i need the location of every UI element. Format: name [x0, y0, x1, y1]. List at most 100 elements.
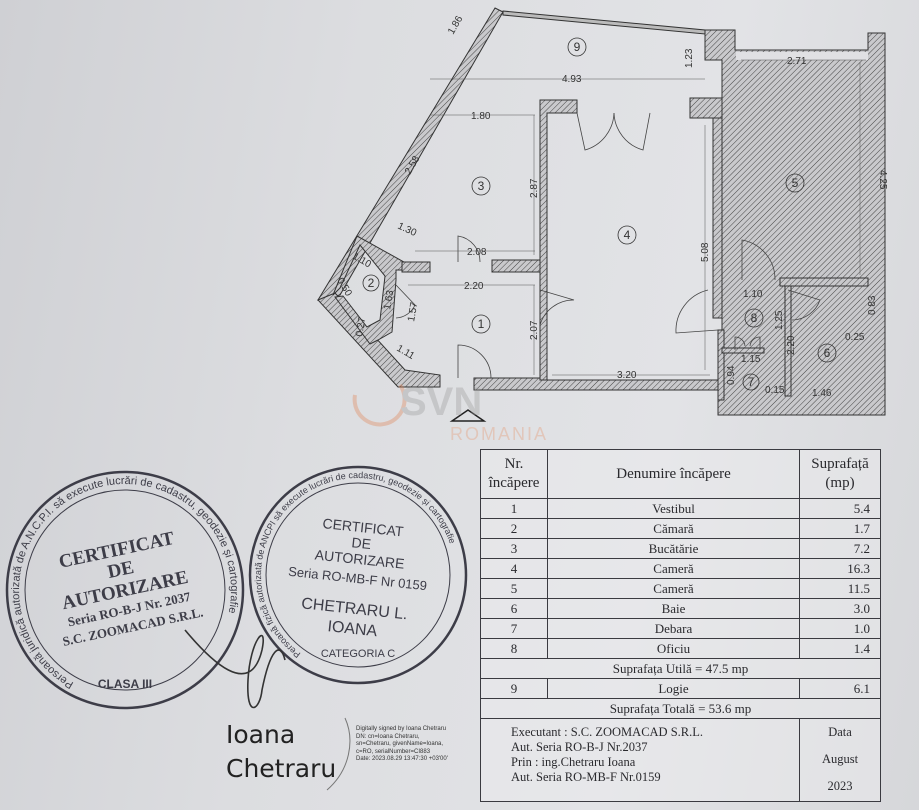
signature-detail: Date: 2023.08.29 13:47:30 +03'00' — [356, 756, 448, 762]
dimension-label: 1.10 — [743, 289, 763, 300]
stamp-line: DE — [351, 534, 372, 552]
dimension-label: 1.86 — [446, 14, 465, 37]
footer-row: Executant : S.C. ZOOMACAD S.R.L. Aut. Se… — [480, 718, 881, 802]
room-3-label: 3 — [478, 179, 485, 193]
watermark-text: ROMANIA — [450, 424, 549, 444]
room-nr: 2 — [480, 518, 548, 539]
date-label: Data — [828, 725, 852, 739]
dimension-label: 2.71 — [787, 56, 807, 67]
dimension-label: 1.63 — [382, 289, 396, 311]
logia-railing — [502, 10, 706, 35]
room-area: 11.5 — [799, 578, 881, 599]
wall-room4-right — [712, 117, 723, 319]
wall-room5-bottom — [779, 277, 869, 287]
total-area: Suprafața Totală = 53.6 mp — [480, 698, 881, 719]
room-name: Vestibul — [547, 498, 800, 519]
room-area: 6.1 — [799, 678, 881, 699]
stamp-zoomacad: Persoană juridică autorizată de A.N.C.P.… — [5, 470, 245, 710]
wall-right-block — [704, 29, 886, 416]
date-month: August — [821, 752, 859, 766]
executant-line: Aut. Seria RO-MB-F Nr.0159 — [511, 770, 661, 784]
dimension-lines — [408, 59, 866, 376]
north-arrow — [449, 409, 487, 422]
room-nr: 7 — [480, 618, 548, 639]
dimension-label: 4.25 — [877, 170, 888, 190]
header-area: Suprafață (mp) — [799, 449, 881, 499]
dimension-label: 1.30 — [396, 221, 419, 239]
dimension-label: 0.83 — [867, 295, 878, 315]
dimension-label: 2.20 — [786, 335, 797, 355]
digital-signature-scribble — [326, 717, 351, 791]
signature-detail: c=RO, serialNumber=CI883 — [356, 748, 431, 755]
wall-room4-top-right — [689, 97, 723, 119]
handwritten-signature — [184, 629, 286, 709]
room-name: Oficiu — [547, 638, 800, 659]
signer-name: Ioana Chetraru — [226, 718, 336, 786]
dimension-label: 1.57 — [406, 301, 420, 323]
room-1-label: 1 — [478, 317, 485, 331]
executant-info: Executant : S.C. ZOOMACAD S.R.L. Aut. Se… — [480, 718, 800, 802]
watermark-logo: SVN — [352, 380, 482, 427]
dimension-label: 4.93 — [562, 74, 582, 85]
room-nr: 6 — [480, 598, 548, 619]
dimension-label: 5.08 — [700, 242, 711, 262]
room-nr: 9 — [480, 678, 548, 699]
total-area-row: Suprafața Totală = 53.6 mp — [480, 698, 881, 719]
header-name: Denumire încăpere — [547, 449, 800, 499]
room-area: 3.0 — [799, 598, 881, 619]
room-9-label: 9 — [574, 40, 581, 54]
wall-room4-top — [539, 99, 578, 381]
signature-detail: Digitally signed by Ioana Chetraru — [356, 726, 447, 732]
stamp-class: CLASA III — [98, 677, 152, 691]
room-number-markers — [362, 37, 837, 391]
table-header: Nr. încăpere Denumire încăpere Suprafață… — [480, 449, 881, 499]
room-area: 1.7 — [799, 518, 881, 539]
signer-first-name: Ioana — [226, 720, 296, 749]
dimension-label: 2.08 — [467, 247, 487, 258]
digital-signature-details: Digitally signed by Ioana Chetraru DN: c… — [356, 726, 448, 764]
room-name: Cameră — [547, 558, 800, 579]
room-4-label: 4 — [624, 228, 631, 242]
dimension-label: 2.20 — [464, 281, 484, 292]
dimension-label: 0.25 — [845, 332, 865, 343]
useful-area-total: Suprafața Utilă = 47.5 mp — [480, 658, 881, 679]
wall-left-diagonal — [316, 7, 504, 301]
signature-detail: DN: cn=Ioana Chetraru, — [356, 733, 420, 740]
room-8-label: 8 — [751, 311, 758, 325]
room-2-label: 2 — [368, 276, 375, 290]
dimension-label: 0.27 — [354, 316, 368, 338]
rooms-table: Nr. încăpere Denumire încăpere Suprafață… — [480, 449, 881, 802]
room-area: 1.0 — [799, 618, 881, 639]
dimension-label: 0.15 — [765, 385, 785, 396]
dimension-label: 2.07 — [529, 320, 540, 340]
date-cell: Data August 2023 — [799, 718, 881, 802]
room-name: Cameră — [547, 578, 800, 599]
room-area: 1.4 — [799, 638, 881, 659]
room-name: Logie — [547, 678, 800, 699]
room-numbers: 1 2 3 4 5 6 7 8 9 — [368, 40, 831, 389]
room-area: 7.2 — [799, 538, 881, 559]
wall-room2 — [332, 235, 405, 345]
dimension-label: 3.20 — [617, 370, 637, 381]
wall-room3-1 — [491, 259, 541, 273]
room-area: 5.4 — [799, 498, 881, 519]
header-nr: Nr. încăpere — [480, 449, 548, 499]
dimension-label: 1.11 — [395, 343, 417, 362]
stamp-category: CATEGORIA C — [321, 648, 395, 660]
room-nr: 5 — [480, 578, 548, 599]
wall-bottom — [473, 377, 723, 391]
dimension-label: 1.46 — [812, 388, 832, 399]
executant-line: Executant : S.C. ZOOMACAD S.R.L. — [511, 725, 704, 739]
dimension-label: 1.25 — [774, 310, 785, 330]
room-name: Debara — [547, 618, 800, 639]
executant-line: Aut. Seria RO-B-J Nr.2037 — [511, 740, 648, 754]
